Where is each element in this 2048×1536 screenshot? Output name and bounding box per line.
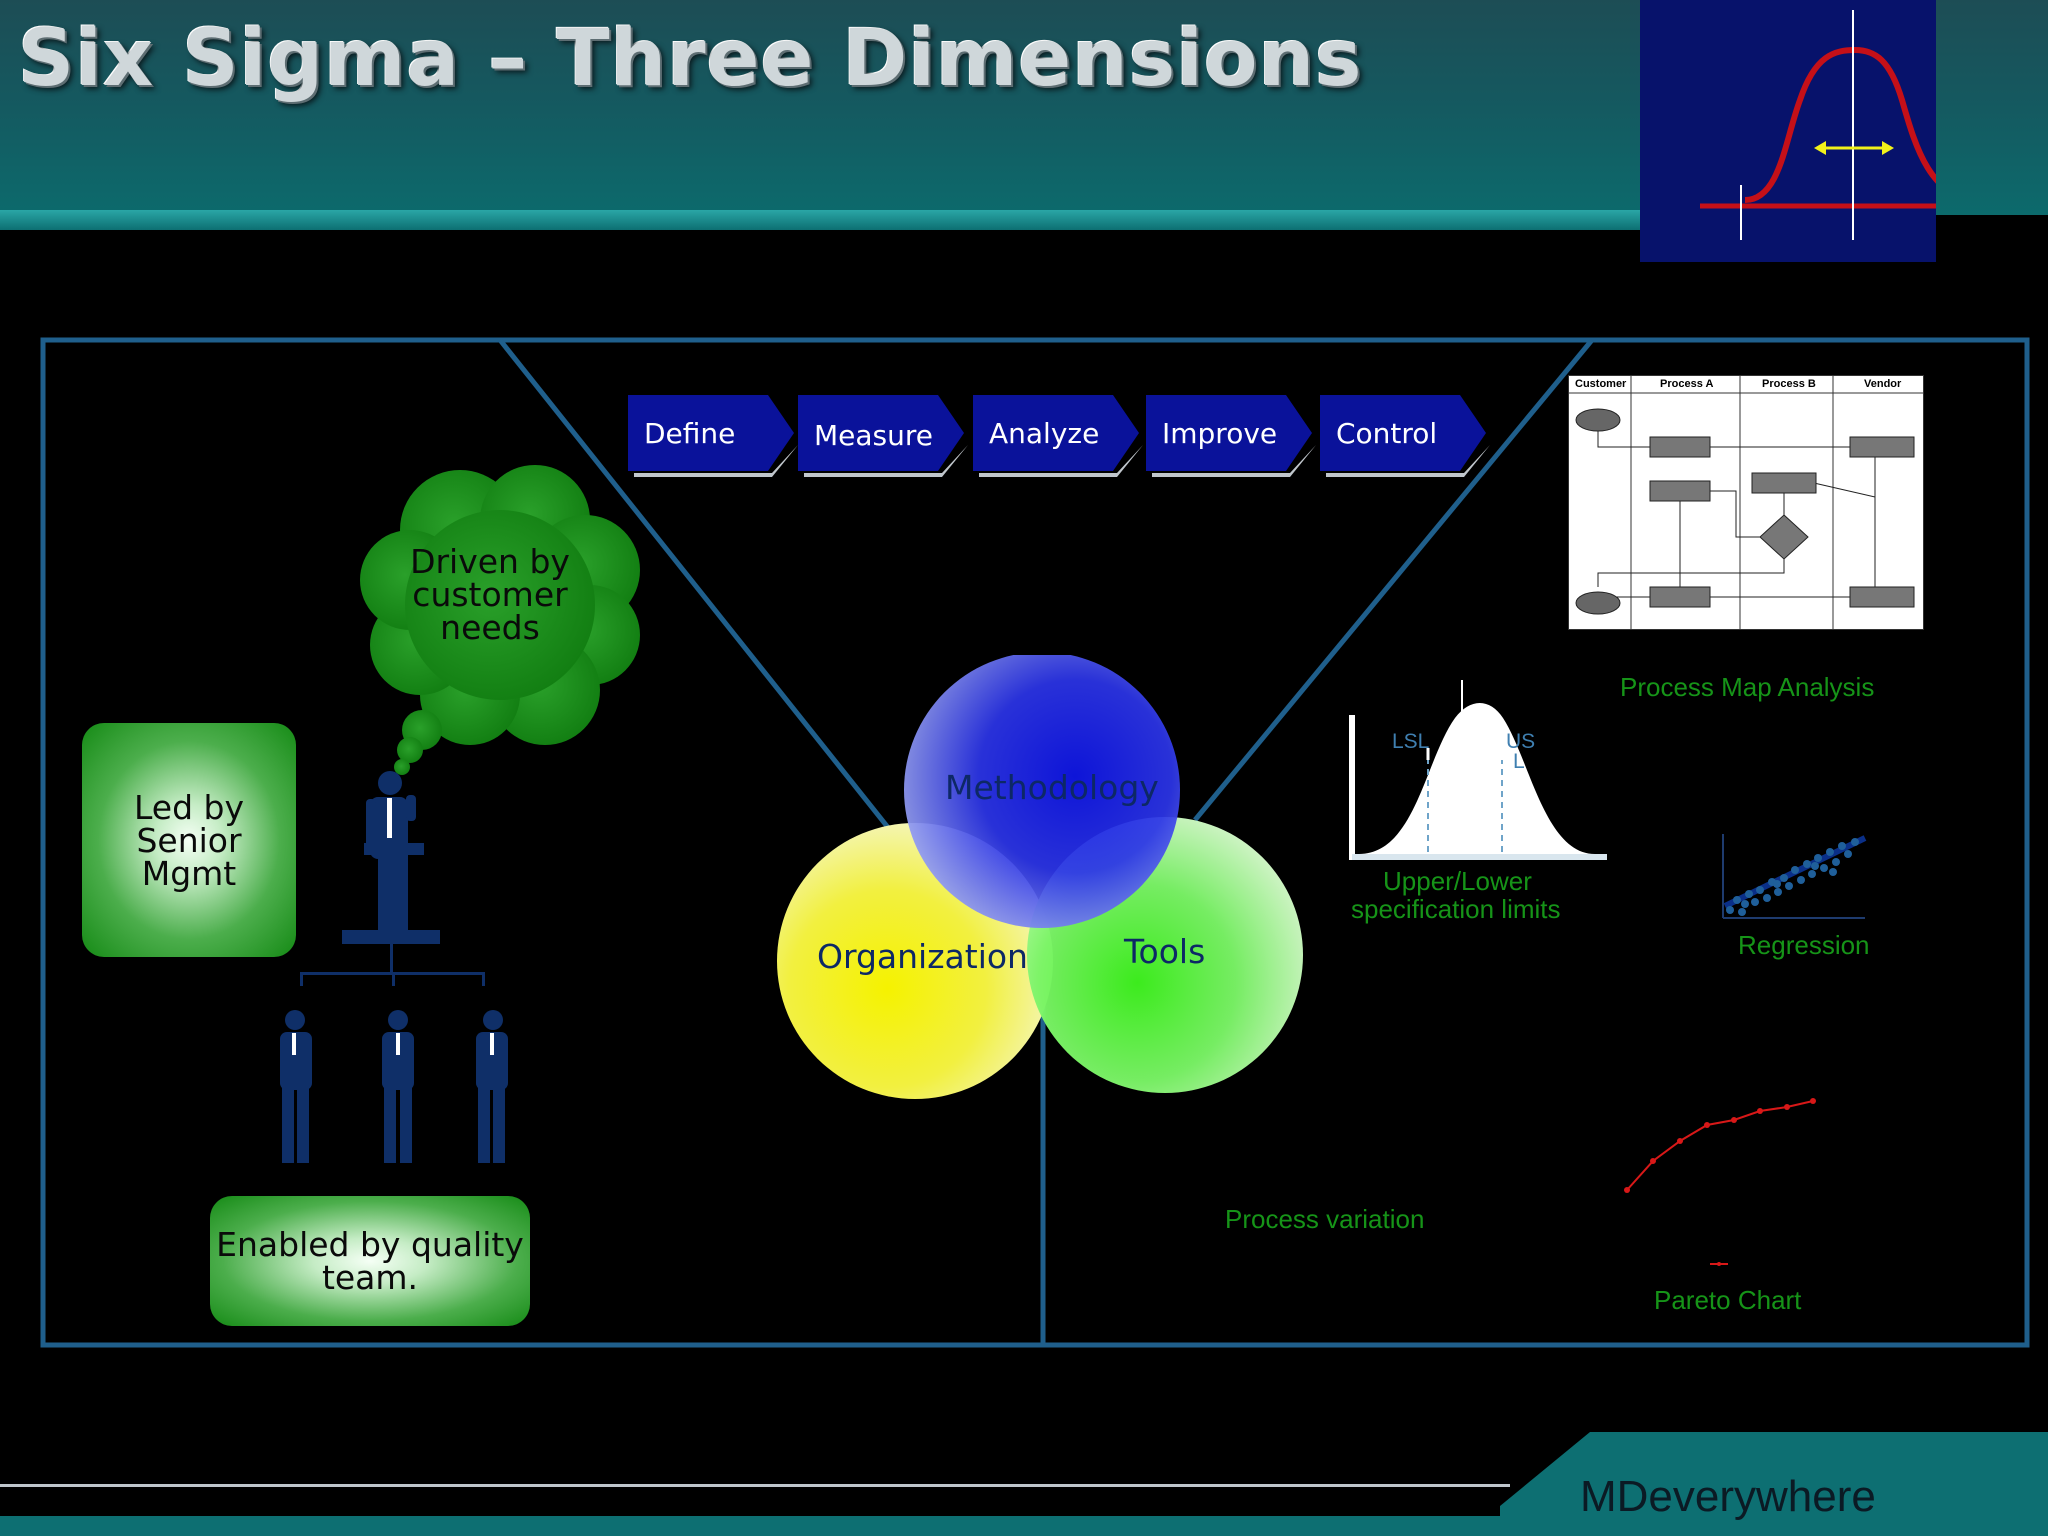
venn-diagram [777,655,1303,1099]
thought-cloud [360,465,640,775]
enabled-by-quality-team-box: Enabled by quality team. [210,1196,530,1326]
speaker-head [378,771,402,795]
regression-chart [1722,834,1867,919]
brand-name: MDeverywhere [1580,1472,1876,1521]
team-member-1 [280,1010,312,1163]
chevron-improve: Improve [1146,395,1316,479]
team-member-2 [382,1010,414,1163]
header-stripe [0,210,1640,230]
pareto-caption: Pareto Chart [1654,1285,1802,1315]
process-map: Customer Process A Process B Vendor [1568,375,1924,630]
team-member-3 [476,1010,508,1163]
process-map-header-vendor: Vendor [1864,378,1902,390]
methodology-circle [904,655,1180,928]
chevron-define: Define [628,395,798,479]
chevron-analyze-label: Analyze [989,417,1100,450]
process-variation-caption: Process variation [1225,1204,1425,1234]
chevron-define-label: Define [644,417,736,450]
venn-tools-label: Tools [1124,932,1206,971]
bell-curve-logo [1640,0,2024,262]
chevron-improve-label: Improve [1162,417,1278,450]
process-map-caption: Process Map Analysis [1620,672,1875,702]
led-by-senior-mgmt-box: Led by Senior Mgmt [82,723,296,957]
cloud-text: Driven by customer needs [378,545,602,644]
enabled-by-line-1: Enabled by quality [216,1225,524,1264]
regression-caption: Regression [1738,930,1870,960]
chevron-control: Control [1320,395,1490,479]
footer-line [0,1484,1510,1487]
spec-usl-label-top: US [1506,730,1536,753]
chevron-analyze: Analyze [973,395,1143,479]
chevron-measure-label: Measure [814,419,933,452]
chevron-control-label: Control [1336,417,1438,450]
led-by-line-3: Mgmt [141,853,237,893]
podium-base [342,930,440,944]
spec-limits-caption-1: Upper/Lower [1383,866,1532,896]
slide-title: Six Sigma – Three Dimensions [18,14,1363,104]
spec-limits-chart [1349,680,1607,860]
cloud-line-2: customer [412,575,568,614]
process-map-header-process-a: Process A [1660,378,1714,390]
led-by-line-1: Led by [133,787,245,827]
enabled-by-line-2: team. [321,1258,419,1297]
org-chart-figures [280,771,508,1163]
cloud-line-1: Driven by [410,542,570,581]
process-map-header-customer: Customer [1575,378,1627,390]
spec-limits-caption-2: specification limits [1351,894,1561,924]
footer-brand-tab [1500,1432,2048,1536]
spec-usl-label-bottom: L [1513,750,1525,773]
process-map-header-process-b: Process B [1762,378,1816,390]
led-by-line-2: Senior [136,820,242,860]
chevron-measure: Measure [798,395,968,479]
cloud-line-3: needs [440,608,540,647]
venn-methodology-label: Methodology [945,768,1159,807]
footer-bar [0,1516,2048,1536]
spec-lsl-label: LSL [1392,730,1430,753]
venn-organization-label: Organization [817,937,1028,976]
pareto-chart [1624,1098,1816,1266]
